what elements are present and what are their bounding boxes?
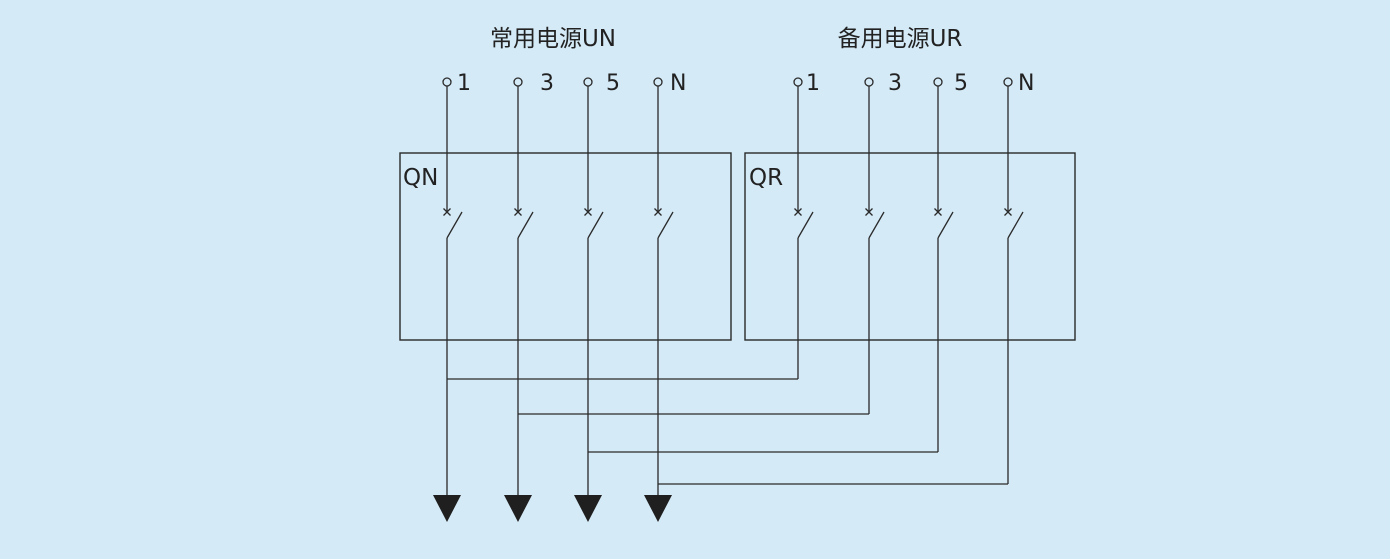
qn-terminal-label-n: N xyxy=(670,71,686,96)
wiring-group xyxy=(442,77,1024,500)
qr-label: QR xyxy=(749,165,783,191)
qn-terminal-1 xyxy=(442,77,452,87)
output-arrows-group xyxy=(433,495,672,522)
qr-terminal-label-n: N xyxy=(1018,71,1034,96)
qr-contact-mark-n xyxy=(1004,208,1012,216)
qr-terminal-5 xyxy=(933,77,943,87)
output-arrow-1-icon xyxy=(433,495,461,522)
qn-switch-blade-1 xyxy=(446,211,463,239)
qn-contact-mark-n xyxy=(654,208,662,216)
qn-contact-mark-1 xyxy=(443,208,451,216)
qn-switch-box xyxy=(399,152,732,341)
qn-switch-blade-5 xyxy=(587,211,604,239)
qn-contact-mark-5 xyxy=(584,208,592,216)
normal-source-title: 常用电源UN xyxy=(490,26,616,52)
qr-contact-mark-5 xyxy=(934,208,942,216)
qn-terminal-label-5: 5 xyxy=(606,71,620,96)
qr-terminal-label-3: 3 xyxy=(888,71,902,96)
qn-terminal-label-1: 1 xyxy=(457,71,471,96)
qr-terminal-label-5: 5 xyxy=(954,71,968,96)
backup-source-title: 备用电源UR xyxy=(838,26,963,52)
qr-terminal-3 xyxy=(864,77,874,87)
output-arrow-5-icon xyxy=(574,495,602,522)
qr-switch-blade-1 xyxy=(797,211,814,239)
qr-contact-mark-3 xyxy=(865,208,873,216)
qn-terminal-n xyxy=(653,77,663,87)
qr-terminal-1 xyxy=(793,77,803,87)
qr-switch-box xyxy=(744,152,1076,341)
qr-terminal-label-1: 1 xyxy=(806,71,820,96)
qr-contact-mark-1 xyxy=(794,208,802,216)
qn-terminal-5 xyxy=(583,77,593,87)
output-arrow-3-icon xyxy=(504,495,532,522)
qr-switch-blade-3 xyxy=(868,211,885,239)
qr-switch-blade-n xyxy=(1007,211,1024,239)
qn-switch-blade-3 xyxy=(517,211,534,239)
qn-terminal-label-3: 3 xyxy=(540,71,554,96)
qn-terminal-3 xyxy=(513,77,523,87)
output-arrow-n-icon xyxy=(644,495,672,522)
qn-switch-blade-n xyxy=(657,211,674,239)
qr-switch-blade-5 xyxy=(937,211,954,239)
qr-terminal-n xyxy=(1003,77,1013,87)
qn-label: QN xyxy=(403,165,438,191)
qn-contact-mark-3 xyxy=(514,208,522,216)
